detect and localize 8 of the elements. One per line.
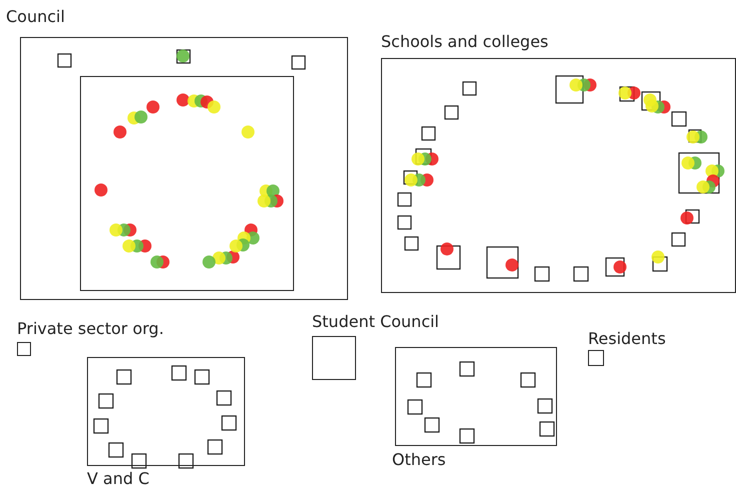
group-heading: Council	[6, 8, 65, 26]
group-heading: Private sector org.	[17, 320, 164, 338]
group-heading: V and C	[87, 470, 150, 488]
inner-frame	[80, 76, 294, 291]
group-heading: Others	[392, 451, 446, 469]
group-heading: Schools and colleges	[381, 33, 548, 51]
group-heading: Residents	[588, 330, 666, 348]
group-heading: Student Council	[312, 313, 439, 331]
